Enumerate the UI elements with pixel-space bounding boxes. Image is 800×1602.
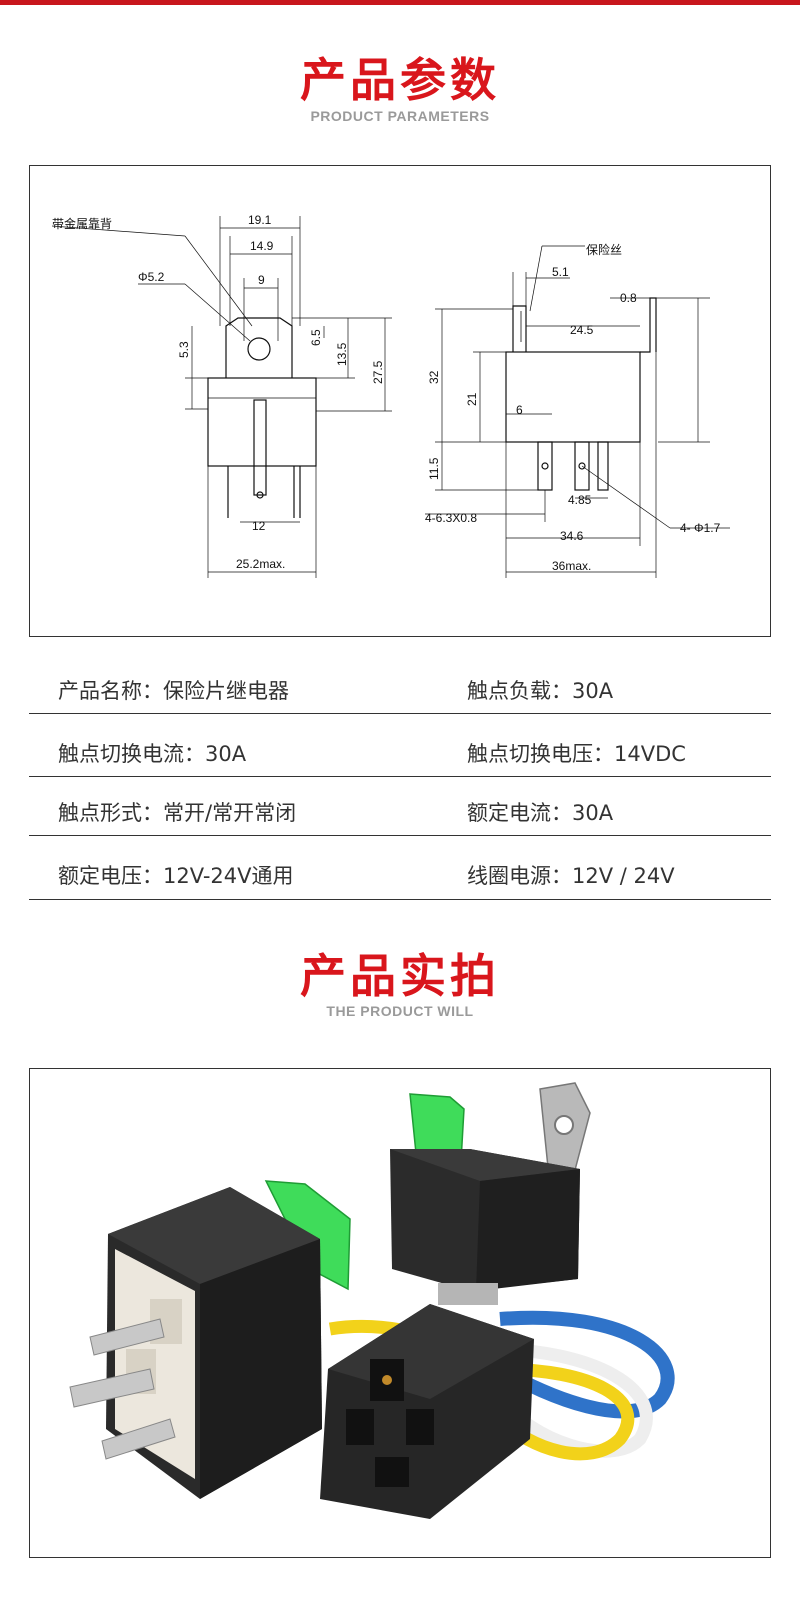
dim-13-5: 13.5 [335, 342, 349, 366]
label-metal-back: 带金属靠背 [52, 216, 112, 231]
section-subtitle-parameters: PRODUCT PARAMETERS [310, 108, 490, 124]
center-terminal [253, 399, 267, 496]
relay-front-body [207, 377, 317, 467]
terminal-left-2 [69, 1368, 155, 1408]
dim-0-8: 0.8 [620, 291, 637, 305]
dim-24-5: 24.5 [570, 323, 594, 337]
spec-contact-form: 触点形式：常开/常开常闭 [58, 801, 297, 825]
label-fuse: 保险丝 [586, 242, 622, 257]
dim-5-3: 5.3 [177, 341, 191, 358]
spec-table: 产品名称：保险片继电器 触点负载：30A 触点切换电流：30A 触点切换电压：1… [29, 664, 771, 900]
terminal-left-3 [101, 1418, 176, 1460]
product-photo [29, 1068, 771, 1558]
section-title-photos: 产品实拍 [300, 949, 500, 1003]
dim-6-5: 6.5 [309, 329, 323, 346]
terminal-left-1 [89, 1318, 165, 1356]
dim-19-1: 19.1 [248, 213, 272, 227]
dim-34-6: 34.6 [560, 529, 584, 543]
dim-hole-diameter: Φ5.2 [138, 270, 165, 284]
spec-row: 额定电压：12V-24V通用 线圈电源：12V / 24V [29, 836, 771, 900]
spec-coil-supply: 线圈电源：12V / 24V [467, 864, 675, 888]
dim-27-5: 27.5 [371, 360, 385, 384]
dim-32: 32 [427, 370, 441, 384]
dim-11-5: 11.5 [427, 457, 441, 480]
wire-blue [496, 1310, 675, 1419]
relay-side-body [505, 351, 641, 443]
spec-switching-current: 触点切换电流：30A [58, 742, 247, 766]
dim-6: 6 [516, 403, 523, 417]
spec-row: 触点形式：常开/常开常闭 额定电流：30A [29, 777, 771, 836]
mounting-hole [247, 337, 271, 361]
dim-4-85: 4.85 [568, 493, 592, 507]
wire-white [489, 1342, 653, 1458]
dim-36max: 36max. [552, 559, 591, 573]
spec-product-name: 产品名称：保险片继电器 [58, 679, 289, 703]
dim-25-2max: 25.2max. [236, 557, 285, 571]
dim-14-9: 14.9 [250, 239, 274, 253]
dim-21: 21 [465, 392, 479, 406]
dim-terminal-hole: 4- Φ1.7 [680, 521, 721, 535]
dim-12: 12 [252, 519, 266, 533]
dim-5-1: 5.1 [552, 265, 569, 279]
spec-row: 产品名称：保险片继电器 触点负载：30A [29, 664, 771, 714]
spec-switching-voltage: 触点切换电压：14VDC [467, 742, 686, 766]
section-title-parameters: 产品参数 [300, 53, 500, 107]
dimension-drawing-panel: 带金属靠背 保险丝 Φ5.2 19.1 14.9 9 6.5 5.3 13.5 … [29, 165, 771, 637]
product-photo-illustration [69, 1082, 675, 1519]
top-accent-bar [0, 0, 800, 5]
fuse-blade [512, 305, 527, 352]
dim-9: 9 [258, 273, 265, 287]
section-subtitle-photos: THE PRODUCT WILL [326, 1003, 474, 1019]
spec-row: 触点切换电流：30A 触点切换电压：14VDC [29, 714, 771, 777]
metal-bracket [640, 297, 657, 353]
spec-contact-load: 触点负载：30A [467, 679, 614, 703]
spec-rated-current: 额定电流：30A [467, 801, 614, 825]
spec-rated-voltage: 额定电压：12V-24V通用 [58, 864, 294, 888]
relay-front-top [225, 317, 293, 378]
dimension-drawing: 带金属靠背 保险丝 Φ5.2 19.1 14.9 9 6.5 5.3 13.5 … [51, 213, 730, 578]
dim-terminal-size: 4-6.3X0.8 [425, 511, 477, 525]
